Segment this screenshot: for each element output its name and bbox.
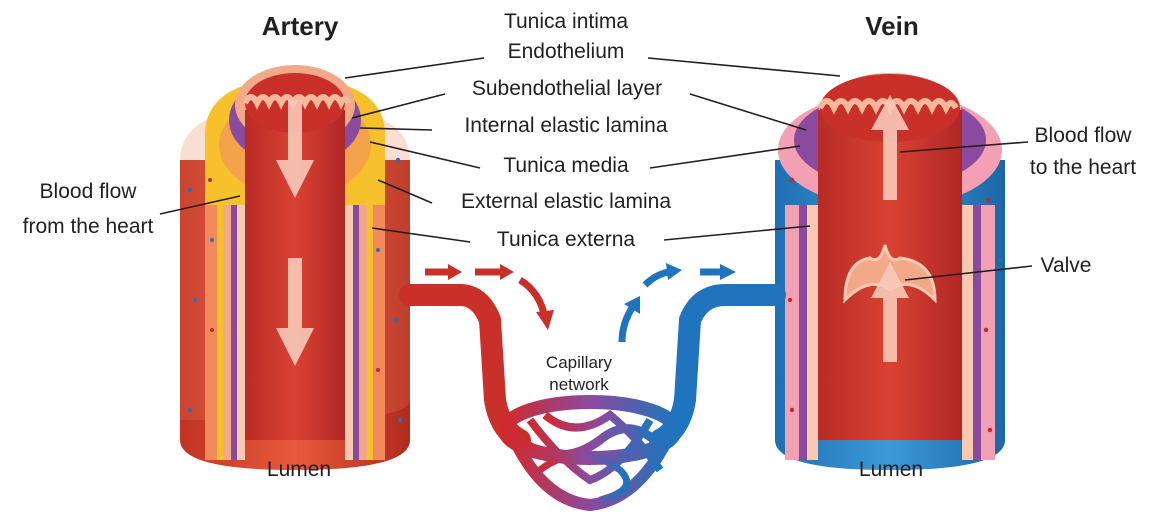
label-tunica-media: Tunica media <box>503 154 629 177</box>
label-blood-flow-from-1: Blood flow <box>40 180 138 203</box>
label-blood-flow-to-2: to the heart <box>1030 156 1136 179</box>
vein-title: Vein <box>865 11 918 41</box>
label-external-elastic-lamina: External elastic lamina <box>461 190 671 213</box>
leader-endothelium-vein <box>648 58 840 76</box>
artery-title: Artery <box>262 11 339 41</box>
label-tunica-intima: Tunica intima <box>504 10 628 33</box>
label-capillary-1: Capillary <box>546 353 613 372</box>
label-subendothelial-layer: Subendothelial layer <box>472 77 662 100</box>
leader-endothelium-artery <box>345 58 484 78</box>
label-capillary-2: network <box>549 375 609 394</box>
label-lumen-artery: Lumen <box>267 458 331 481</box>
label-blood-flow-to-1: Blood flow <box>1035 124 1133 147</box>
label-tunica-externa: Tunica externa <box>497 228 635 251</box>
label-endothelium: Endothelium <box>508 40 625 63</box>
label-valve: Valve <box>1041 254 1092 277</box>
label-internal-elastic-lamina: Internal elastic lamina <box>464 114 667 137</box>
leader-subendothelial-vein <box>690 94 806 130</box>
label-blood-flow-from-2: from the heart <box>23 215 154 238</box>
label-lumen-vein: Lumen <box>859 458 923 481</box>
